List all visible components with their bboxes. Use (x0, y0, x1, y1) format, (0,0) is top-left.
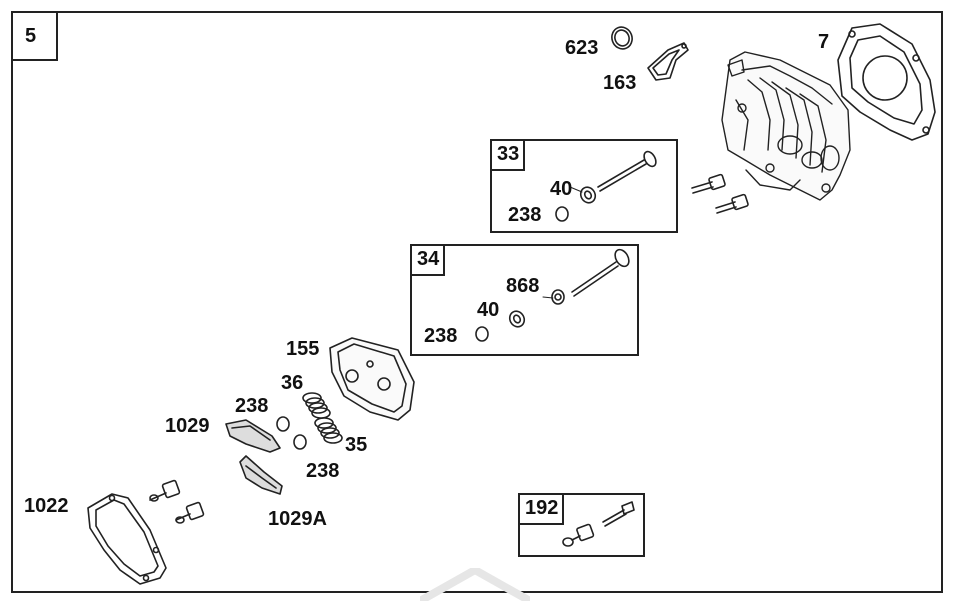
valve-33 (597, 150, 657, 192)
cover-gasket-1022 (87, 493, 167, 585)
kit-box-192-tag: 192 (518, 493, 565, 525)
callout-155: 155 (286, 338, 320, 360)
callout-1029a: 1029A (268, 508, 327, 530)
head-bolts (691, 173, 749, 214)
seal-868 (551, 289, 565, 305)
callout-623: 623 (565, 37, 599, 59)
kit-box-192: 192 (518, 493, 645, 557)
kit-box-33: 33 (490, 139, 678, 233)
retainer-238a (555, 206, 569, 222)
stud-1022a (149, 479, 181, 502)
valve-34 (571, 248, 630, 297)
callout-1029: 1029 (165, 415, 210, 437)
callout-7: 7 (818, 31, 830, 53)
callout-36: 36 (281, 372, 304, 394)
stud-192 (602, 501, 635, 527)
rocker-arm-1029a (239, 455, 283, 495)
callout-238c: 238 (235, 395, 269, 417)
nut-192 (562, 523, 595, 547)
cylinder-head (721, 51, 851, 201)
callout-35: 35 (345, 434, 368, 456)
valve-seal-40b (508, 310, 526, 328)
retainer-238b (475, 326, 489, 342)
callout-40a: 40 (550, 178, 573, 200)
o-ring-623 (611, 26, 633, 50)
rocker-arm-1029 (225, 419, 281, 453)
callout-238d: 238 (306, 460, 340, 482)
head-gasket-7 (837, 23, 936, 141)
retainer-238c (276, 416, 290, 432)
retainer-238d (293, 434, 307, 450)
callout-163: 163 (603, 72, 637, 94)
kit-box-33-tag: 33 (490, 139, 526, 171)
callout-40b: 40 (477, 299, 500, 321)
section-number: 5 (11, 11, 58, 61)
watermark-logo (420, 568, 530, 601)
valve-seal-40a (579, 186, 597, 204)
callout-238b: 238 (424, 325, 458, 347)
callout-1022: 1022 (24, 495, 69, 517)
leader-lines (542, 186, 583, 299)
spring-35 (314, 417, 343, 444)
rocker-cover-155 (329, 337, 415, 421)
callout-868: 868 (506, 275, 540, 297)
callout-238a: 238 (508, 204, 542, 226)
kit-box-34: 34 (410, 244, 639, 356)
diagram-frame (11, 11, 943, 593)
gasket-163 (647, 42, 689, 81)
stud-1022b (175, 501, 205, 524)
kit-box-34-tag: 34 (410, 244, 446, 276)
spring-36 (302, 392, 331, 419)
